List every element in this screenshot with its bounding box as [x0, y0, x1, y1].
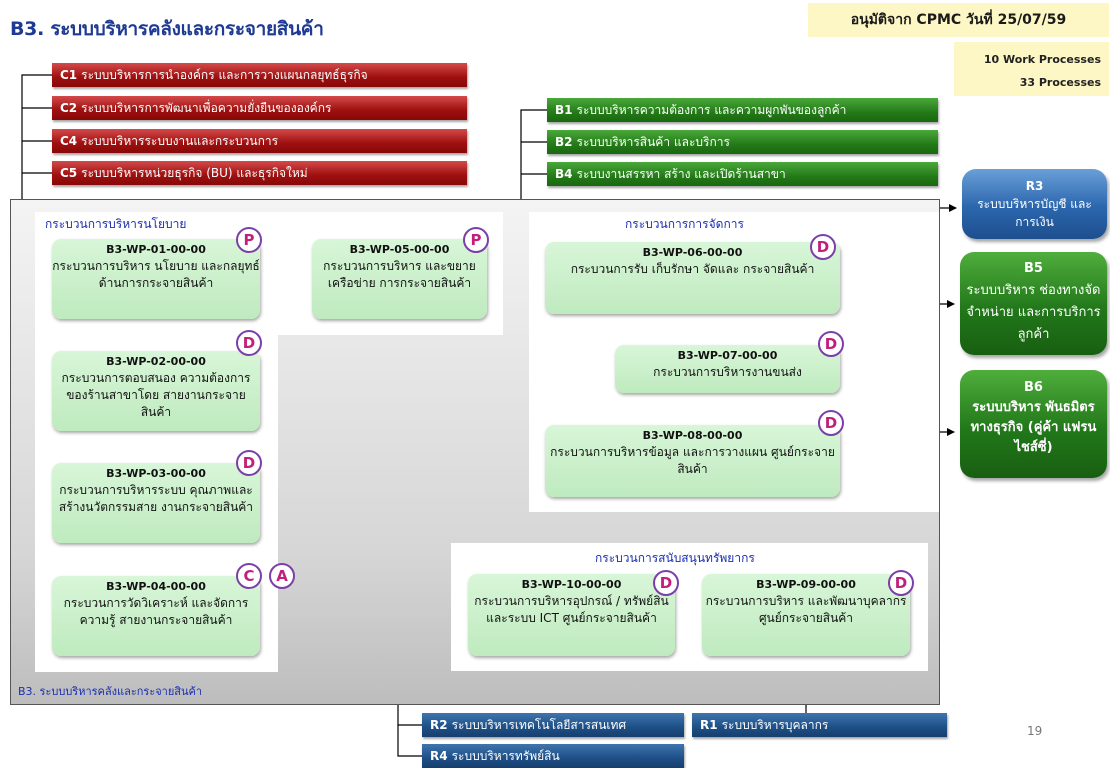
- badge-wp01: P: [236, 227, 262, 253]
- side-system-label: ระบบบริหาร พันธมิตรทางธุรกิจ (คู่ค้า แฟร…: [970, 400, 1097, 455]
- system-code: R4: [430, 749, 448, 763]
- wp-name: กระบวนการบริหารระบบ คุณภาพและสร้างนวัตกร…: [58, 483, 254, 514]
- page-number: 19: [1027, 724, 1043, 738]
- footer-label: B3. ระบบบริหารคลังและกระจายสินค้า: [18, 685, 203, 698]
- badge-wp09: D: [888, 570, 914, 596]
- system-label: ระบบบริหารเทคโนโลยีสารสนเทศ: [451, 717, 627, 732]
- section-title-support: กระบวนการสนับสนุนทรัพยากร: [595, 551, 755, 565]
- connector-23: [397, 725, 422, 757]
- wp-name: กระบวนการบริหารงานขนส่ง: [653, 365, 802, 379]
- wp-name: กระบวนการตอบสนอง ความต้องการของร้านสาขาโ…: [61, 371, 251, 419]
- side-system-code: B5: [1024, 261, 1043, 276]
- badge-wp03: D: [236, 450, 262, 476]
- work-process-wp02[interactable]: B3-WP-02-00-00 กระบวนการตอบสนอง ความต้องก…: [52, 351, 260, 431]
- side-system-label: ระบบบริหาร ช่องทางจัดจำหน่าย และการบริกา…: [966, 283, 1101, 342]
- work-process-wp08[interactable]: B3-WP-08-00-00 กระบวนการบริหารข้อมูล และก…: [545, 425, 840, 497]
- wp-name: กระบวนการบริหารอุปกรณ์ / ทรัพย์สิน และระ…: [474, 594, 669, 625]
- side-system-b5[interactable]: B5 ระบบบริหาร ช่องทางจัดจำหน่าย และการบร…: [960, 252, 1107, 355]
- section-title-policy: กระบวนการบริหารนโยบาย: [45, 217, 187, 231]
- wp-code: B3-WP-08-00-00: [642, 429, 743, 442]
- work-process-wp05[interactable]: B3-WP-05-00-00 กระบวนการบริหาร และขยายเคร…: [312, 239, 487, 319]
- badge-wp04-c: C: [236, 563, 262, 589]
- system-label: ระบบบริหารการพัฒนาเพื่อความยั่งยืนขององค…: [81, 100, 332, 115]
- system-code: C2: [60, 101, 78, 115]
- system-code: C4: [60, 134, 78, 148]
- approval-note: อนุมัติจาก CPMC วันที่ 25/07/59: [808, 3, 1109, 37]
- wp-name: กระบวนการวัดวิเคราะห์ และจัดการความรู้ ส…: [63, 596, 249, 627]
- side-system-label: ระบบบริหารบัญชี และการเงิน: [977, 197, 1092, 229]
- wp-name: กระบวนการบริหาร นโยบาย และกลยุทธ์ ด้านกา…: [52, 259, 260, 290]
- work-process-wp07[interactable]: B3-WP-07-00-00 กระบวนการบริหารงานขนส่ง: [615, 345, 840, 393]
- wp-name: กระบวนการบริหารข้อมูล และการวางแผน ศูนย์…: [550, 445, 835, 476]
- wp-code: B3-WP-02-00-00: [106, 355, 206, 368]
- work-process-wp09[interactable]: B3-WP-09-00-00 กระบวนการบริหาร และพัฒนาบุ…: [702, 574, 910, 656]
- system-label: ระบบบริหารการนำองค์กร และการวางแผนกลยุทธ…: [81, 67, 368, 82]
- system-code: B4: [555, 167, 573, 181]
- badge-wp05: P: [463, 227, 489, 253]
- side-system-code: R3: [1025, 179, 1044, 193]
- section-title-management: กระบวนการการจัดการ: [625, 217, 744, 231]
- system-label: ระบบบริหารทรัพย์สิน: [451, 748, 560, 763]
- wp-code: B3-WP-06-00-00: [642, 246, 743, 259]
- work-process-wp03[interactable]: B3-WP-03-00-00 กระบวนการบริหารระบบ คุณภาพ…: [52, 463, 260, 543]
- system-label: ระบบงานสรรหา สร้าง และเปิดร้านสาขา: [576, 166, 786, 181]
- system-code: B1: [555, 103, 573, 117]
- wp-code: B3-WP-05-00-00: [349, 243, 450, 256]
- processes-count: 33 Processes: [1019, 76, 1101, 89]
- system-label: ระบบบริหารสินค้า และบริการ: [576, 134, 730, 149]
- wp-code: B3-WP-10-00-00: [521, 578, 622, 591]
- system-label: ระบบบริหารความต้องการ และความผูกพันของลู…: [576, 102, 847, 117]
- work-process-wp01[interactable]: B3-WP-01-00-00 กระบวนการบริหาร นโยบาย และ…: [52, 239, 260, 319]
- process-stats: 10 Work Processes 33 Processes: [954, 42, 1109, 96]
- wp-name: กระบวนการบริหาร และขยายเครือข่าย การกระจ…: [323, 259, 476, 290]
- badge-wp07: D: [818, 331, 844, 357]
- wp-code: B3-WP-01-00-00: [106, 243, 206, 256]
- badge-wp08: D: [818, 410, 844, 436]
- wp-code: B3-WP-09-00-00: [756, 578, 856, 591]
- wp-code: B3-WP-03-00-00: [106, 467, 206, 480]
- system-code: R1: [700, 718, 718, 732]
- system-code: C5: [60, 166, 78, 180]
- badge-wp10: D: [653, 570, 679, 596]
- wp-code: B3-WP-04-00-00: [106, 580, 206, 593]
- system-code: C1: [60, 68, 78, 82]
- work-process-wp10[interactable]: B3-WP-10-00-00 กระบวนการบริหารอุปกรณ์ / ท…: [468, 574, 675, 656]
- badge-wp02: D: [236, 330, 262, 356]
- badge-wp04-a: A: [269, 563, 295, 589]
- work-process-wp04[interactable]: B3-WP-04-00-00 กระบวนการวัดวิเคราะห์ และจ…: [52, 576, 260, 656]
- system-label: ระบบบริหารบุคลากร: [721, 717, 829, 732]
- system-label: ระบบบริหารหน่วยธุรกิจ (BU) และธุรกิจใหม่: [81, 165, 308, 180]
- wp-code: B3-WP-07-00-00: [677, 349, 778, 362]
- work-process-wp06[interactable]: B3-WP-06-00-00 กระบวนการรับ เก็บรักษา จัด…: [545, 242, 840, 314]
- side-system-r3[interactable]: R3 ระบบบริหารบัญชี และการเงิน: [962, 169, 1107, 239]
- side-system-b6[interactable]: B6 ระบบบริหาร พันธมิตรทางธุรกิจ (คู่ค้า …: [960, 370, 1107, 478]
- wp-name: กระบวนการรับ เก็บรักษา จัดและ กระจายสินค…: [570, 262, 815, 276]
- work-processes-count: 10 Work Processes: [983, 53, 1101, 66]
- page-title: B3. ระบบบริหารคลังและกระจายสินค้า: [10, 18, 324, 40]
- system-code: B2: [555, 135, 573, 149]
- badge-wp06: D: [810, 234, 836, 260]
- side-system-code: B6: [1024, 380, 1043, 395]
- wp-name: กระบวนการบริหาร และพัฒนาบุคลากร ศูนย์กระ…: [705, 594, 907, 625]
- system-label: ระบบบริหารระบบงานและกระบวนการ: [81, 133, 279, 148]
- system-code: R2: [430, 718, 448, 732]
